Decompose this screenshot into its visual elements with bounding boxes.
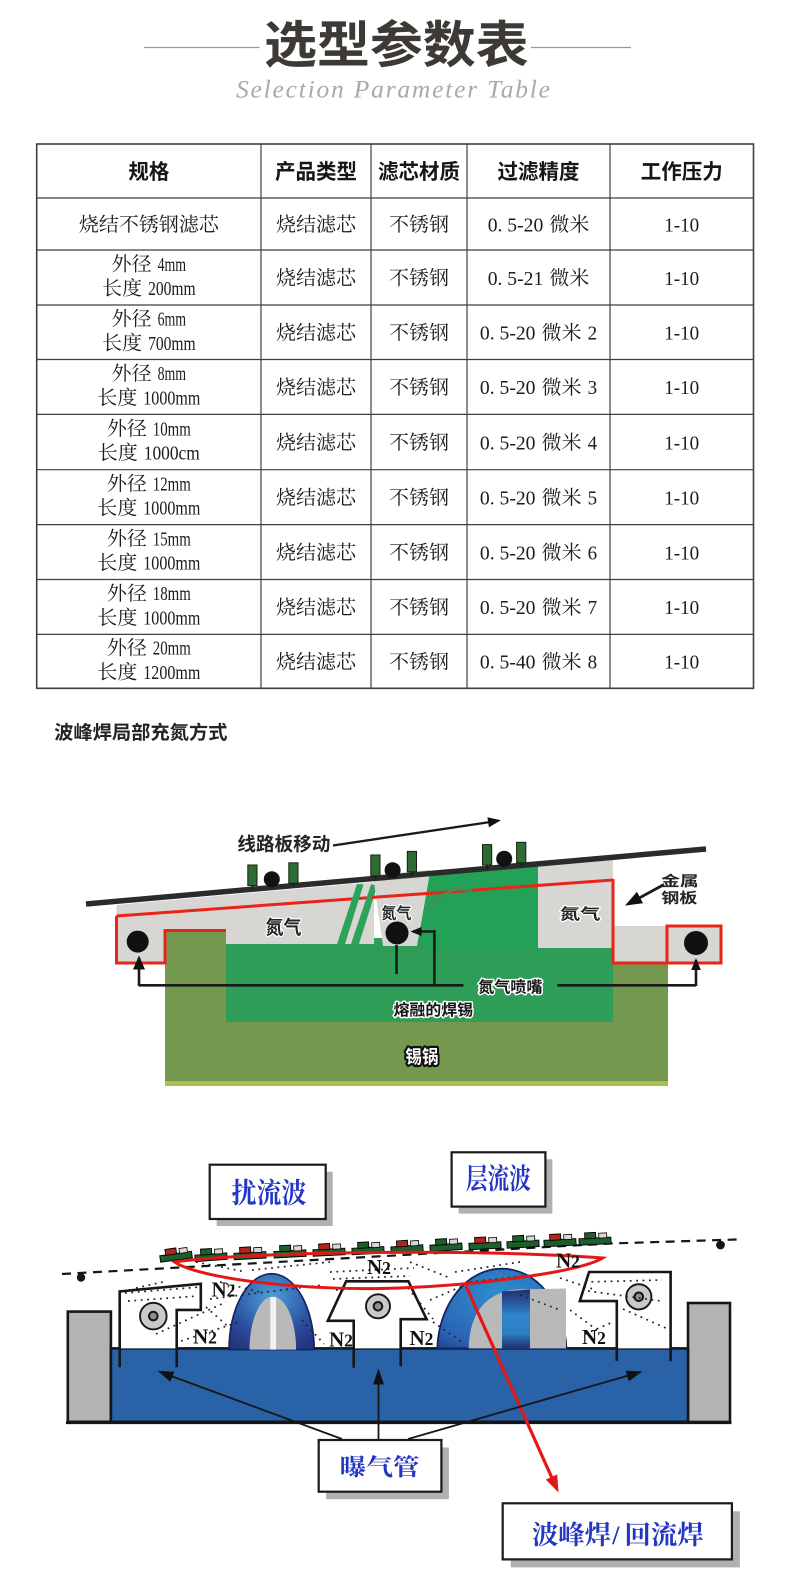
svg-text:6: 6 xyxy=(588,542,598,564)
svg-text:20mm: 20mm xyxy=(153,638,191,660)
svg-text:Selection Parameter Table: Selection Parameter Table xyxy=(236,75,550,104)
svg-text:1000mm: 1000mm xyxy=(143,498,200,520)
svg-text:0. 5-20: 0. 5-20 xyxy=(480,377,536,399)
svg-text:700mm: 700mm xyxy=(148,333,196,355)
svg-text:6mm: 6mm xyxy=(158,309,187,331)
svg-text:0. 5-21: 0. 5-21 xyxy=(488,268,544,290)
svg-text:12mm: 12mm xyxy=(153,473,191,495)
svg-text:/: / xyxy=(611,1521,620,1550)
svg-text:1-10: 1-10 xyxy=(664,652,699,674)
svg-text:0. 5-20: 0. 5-20 xyxy=(480,597,536,619)
svg-text:1-10: 1-10 xyxy=(664,268,699,290)
svg-text:7: 7 xyxy=(588,597,598,619)
svg-text:4mm: 4mm xyxy=(158,254,187,276)
svg-text:0. 5-40: 0. 5-40 xyxy=(480,652,536,674)
svg-text:1200mm: 1200mm xyxy=(143,662,200,684)
svg-text:0. 5-20: 0. 5-20 xyxy=(480,487,536,509)
svg-text:2: 2 xyxy=(588,323,598,345)
svg-text:1-10: 1-10 xyxy=(664,542,699,564)
svg-text:N2: N2 xyxy=(212,1278,236,1302)
svg-text:N2: N2 xyxy=(367,1255,391,1279)
svg-text:1-10: 1-10 xyxy=(664,432,699,454)
svg-text:1-10: 1-10 xyxy=(664,323,699,345)
svg-text:1-10: 1-10 xyxy=(664,377,699,399)
svg-text:8: 8 xyxy=(588,652,598,674)
svg-text:5: 5 xyxy=(588,487,598,509)
svg-text:1-10: 1-10 xyxy=(664,214,699,236)
svg-text:N2: N2 xyxy=(410,1326,434,1350)
svg-text:1000mm: 1000mm xyxy=(143,387,200,409)
svg-text:0. 5-20: 0. 5-20 xyxy=(488,214,544,236)
svg-text:N2: N2 xyxy=(193,1325,217,1349)
svg-text:N2: N2 xyxy=(556,1249,580,1273)
svg-text:0. 5-20: 0. 5-20 xyxy=(480,542,536,564)
svg-text:8mm: 8mm xyxy=(158,363,187,385)
svg-text:200mm: 200mm xyxy=(148,278,196,300)
svg-text:1000mm: 1000mm xyxy=(143,608,200,630)
svg-text:1000mm: 1000mm xyxy=(143,553,200,575)
svg-text:N2: N2 xyxy=(329,1328,353,1352)
svg-text:N2: N2 xyxy=(582,1325,606,1349)
svg-text:1000cm: 1000cm xyxy=(144,443,201,465)
svg-text:4: 4 xyxy=(588,432,598,454)
svg-text:10mm: 10mm xyxy=(153,418,191,440)
svg-text:18mm: 18mm xyxy=(153,583,191,605)
svg-text:1-10: 1-10 xyxy=(664,487,699,509)
svg-text:0. 5-20: 0. 5-20 xyxy=(480,432,536,454)
svg-text:15mm: 15mm xyxy=(153,528,191,550)
svg-text:3: 3 xyxy=(588,377,598,399)
svg-text:1-10: 1-10 xyxy=(664,597,699,619)
svg-text:0. 5-20: 0. 5-20 xyxy=(480,323,536,345)
